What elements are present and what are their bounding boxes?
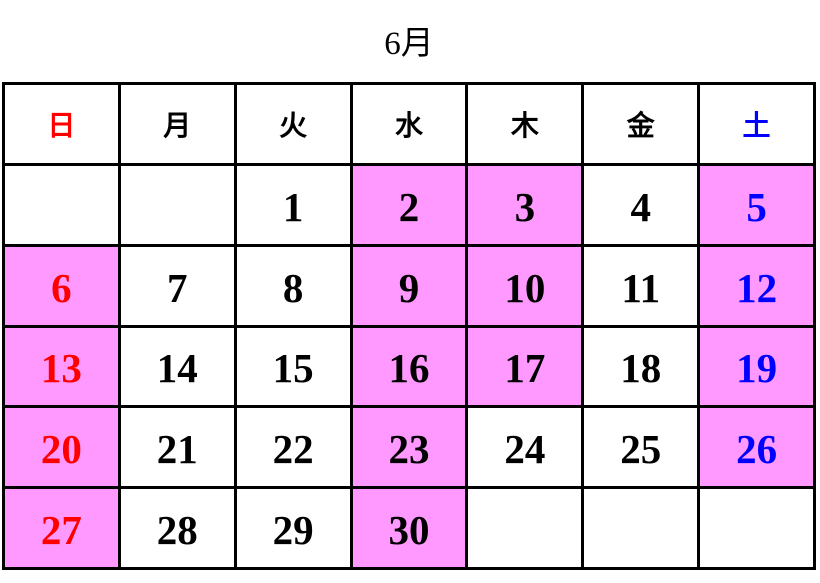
- empty-day-cell: [584, 489, 698, 567]
- day-cell: 6: [5, 246, 118, 325]
- weekday-header-tue: 火: [236, 85, 350, 163]
- empty-day-cell: [700, 489, 813, 567]
- month-title: 6月: [384, 26, 434, 62]
- weekday-header-fri: 金: [584, 85, 698, 163]
- day-cell: 19: [700, 327, 813, 406]
- day-cell: 24: [468, 408, 582, 487]
- day-cell: 30: [352, 489, 466, 567]
- day-cell: 13: [5, 327, 118, 406]
- empty-day-cell: [120, 165, 234, 244]
- weekday-header-wed: 水: [352, 85, 466, 163]
- day-cell: 23: [352, 408, 466, 487]
- day-cell: 7: [120, 246, 234, 325]
- day-cell: 14: [120, 327, 234, 406]
- empty-day-cell: [5, 165, 118, 244]
- empty-day-cell: [468, 489, 582, 567]
- day-cell: 20: [5, 408, 118, 487]
- weekday-header-thu: 木: [468, 85, 582, 163]
- day-cell: 2: [352, 165, 466, 244]
- day-cell: 1: [236, 165, 350, 244]
- day-cell: 27: [5, 489, 118, 567]
- day-cell: 9: [352, 246, 466, 325]
- day-cell: 3: [468, 165, 582, 244]
- calendar-grid: 日 月 火 水 木 金 土 1 2 3 4 5 6 7 8 9 10 11 12…: [2, 82, 816, 570]
- day-cell: 4: [584, 165, 698, 244]
- day-cell: 18: [584, 327, 698, 406]
- day-cell: 21: [120, 408, 234, 487]
- day-cell: 10: [468, 246, 582, 325]
- day-cell: 26: [700, 408, 813, 487]
- day-cell: 22: [236, 408, 350, 487]
- day-cell: 12: [700, 246, 813, 325]
- day-cell: 17: [468, 327, 582, 406]
- day-cell: 5: [700, 165, 813, 244]
- day-cell: 29: [236, 489, 350, 567]
- weekday-header-mon: 月: [120, 85, 234, 163]
- day-cell: 8: [236, 246, 350, 325]
- day-cell: 16: [352, 327, 466, 406]
- day-cell: 15: [236, 327, 350, 406]
- day-cell: 28: [120, 489, 234, 567]
- day-cell: 11: [584, 246, 698, 325]
- weekday-header-sun: 日: [5, 85, 118, 163]
- weekday-header-sat: 土: [700, 85, 813, 163]
- day-cell: 25: [584, 408, 698, 487]
